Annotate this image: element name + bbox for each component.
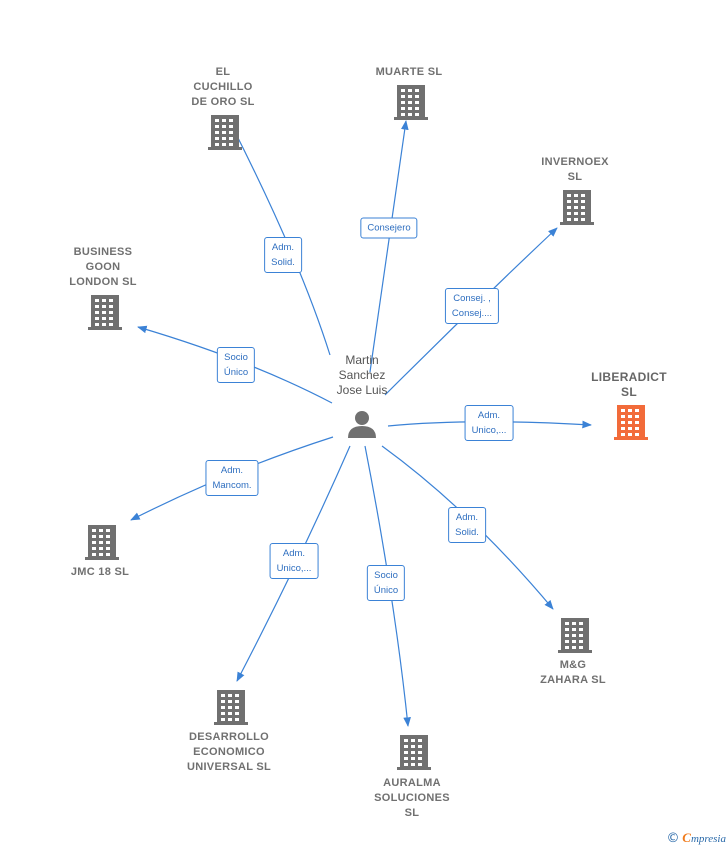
building-icon[interactable] [88,295,122,330]
copyright-icon: © [666,831,680,846]
company-name-desarrollo[interactable]: DESARROLLO ECONOMICO UNIVERSAL SL [186,731,272,773]
person-name[interactable]: Martin Sanchez Jose Luis [336,353,388,397]
building-icon[interactable] [85,525,119,560]
building-icon[interactable] [558,618,592,653]
role-label-el-cuchillo[interactable]: Adm. Solid. [264,237,302,273]
company-name-auralma[interactable]: AURALMA SOLUCIONES SL [374,777,450,819]
building-icon[interactable] [214,690,248,725]
brand-name: mpresia [690,833,726,845]
company-name-mg-zahara[interactable]: M&G ZAHARA SL [540,659,606,686]
role-label-muarte[interactable]: Consejero [360,217,418,239]
company-name-muarte[interactable]: MUARTE SL [375,66,443,78]
company-name-jmc18[interactable]: JMC 18 SL [70,566,130,578]
empresia-footer[interactable]: © Cmpresia [667,830,726,846]
person-icon[interactable] [348,411,376,438]
role-label-jmc18[interactable]: Adm. Mancom. [205,460,259,496]
company-name-el-cuchillo[interactable]: EL CUCHILLO DE ORO SL [191,66,255,108]
role-label-desarrollo[interactable]: Adm. Unico,... [269,543,319,579]
role-label-invernoex[interactable]: Consej. , Consej.... [444,288,500,324]
role-label-business-goon[interactable]: Socio Único [216,347,256,383]
company-name-invernoex[interactable]: INVERNOEX SL [541,156,609,183]
role-label-auralma[interactable]: Socio Único [366,565,406,601]
building-icon[interactable] [208,115,242,150]
building-icon[interactable] [394,85,428,120]
building-icon[interactable] [560,190,594,225]
company-name-liberadict[interactable]: LIBERADICT SL [591,370,667,399]
building-icon[interactable] [397,735,431,770]
edge-muarte [369,120,409,373]
brand-initial: C [682,830,691,845]
role-label-mg-zahara[interactable]: Adm. Solid. [448,507,486,543]
role-label-liberadict[interactable]: Adm. Unico,... [464,405,514,441]
building-icon[interactable] [614,405,648,440]
company-name-business-goon[interactable]: BUSINESS GOON LONDON SL [69,246,137,288]
